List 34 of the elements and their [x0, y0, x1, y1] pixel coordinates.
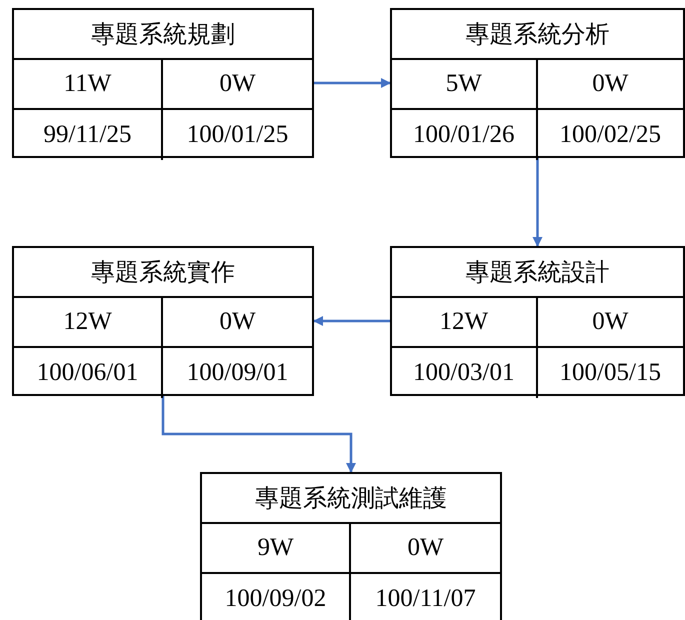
duration-cell: 12W: [392, 298, 538, 348]
duration-cell: 5W: [392, 60, 538, 110]
arrow: [313, 316, 390, 326]
task-name-cell: 專題系統實作: [14, 248, 312, 298]
task-name-cell: 專題系統設計: [392, 248, 683, 298]
task-name-cell: 專題系統測試維護: [202, 474, 500, 524]
arrow: [532, 158, 542, 247]
duration-cell: 12W: [14, 298, 163, 348]
schedule-table: [390, 246, 685, 396]
date-cell-text: 100/05/15: [558, 358, 662, 388]
duration-cell: 11W: [14, 60, 163, 110]
duration-cell: 0W: [351, 524, 500, 574]
duration-cell: 9W: [202, 524, 351, 574]
date-cell-text: 100/01/25: [186, 120, 290, 150]
arrow: [314, 78, 391, 88]
date-cell: 100/06/01: [14, 348, 163, 398]
duration-cell: 0W: [538, 298, 683, 348]
date-cell-text: 100/09/01: [186, 358, 290, 388]
task-name-cell: 專題系統分析: [392, 10, 683, 60]
schedule-table: [200, 472, 502, 620]
schedule-table: [390, 8, 685, 158]
date-cell: 100/09/02: [202, 574, 351, 620]
duration-cell: 0W: [163, 298, 312, 348]
duration-cell: 0W: [163, 60, 312, 110]
task-name-cell: 專題系統規劃: [14, 10, 312, 60]
schedule-table: [12, 246, 314, 396]
date-cell: 99/11/25: [14, 110, 163, 160]
schedule-table: [12, 8, 314, 158]
date-cell-text: 100/02/25: [558, 120, 662, 150]
duration-cell: 0W: [538, 60, 683, 110]
date-cell: 100/03/01: [392, 348, 538, 398]
date-cell-text: 100/11/07: [374, 584, 477, 614]
date-cell: 100/01/26: [392, 110, 538, 160]
arrow: [162, 396, 356, 473]
